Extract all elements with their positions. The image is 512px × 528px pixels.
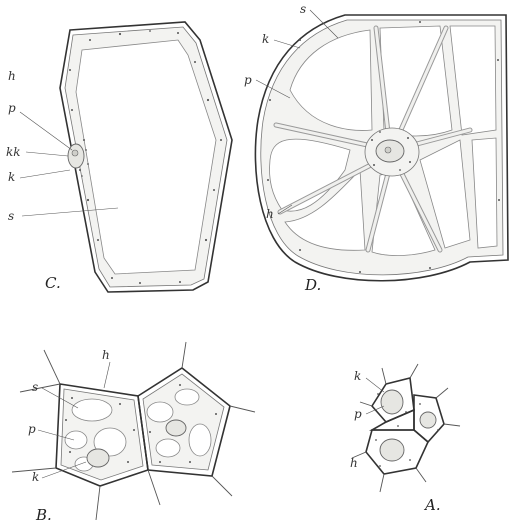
leader-a-p (366, 406, 384, 414)
cell-b-right-cytoplasm (143, 374, 224, 470)
panel-label-a: A. (423, 496, 441, 514)
cell-b-left-nucleus (87, 449, 109, 467)
label-c-p: p (8, 101, 16, 115)
leader-c-k (20, 170, 70, 178)
cell-b-right-nucleus (166, 420, 186, 436)
label-d-k: k (262, 32, 269, 46)
panel-c: h p kk k s C. (6, 22, 232, 292)
cell-a-nucleus-2 (420, 412, 436, 428)
label-a-k: k (354, 369, 361, 383)
leader-d-k (274, 40, 300, 48)
label-a-p: p (354, 407, 362, 421)
label-b-s: s (32, 380, 38, 394)
panel-label-d: D. (304, 276, 321, 294)
label-c-h: h (8, 69, 16, 83)
label-d-p: p (244, 73, 252, 87)
label-b-k: k (32, 470, 39, 484)
label-c-kk: kk (6, 145, 21, 159)
leader-a-k (366, 378, 384, 392)
panel-label-c: C. (45, 274, 61, 292)
cell-a-nucleus-1 (381, 390, 403, 414)
leader-b-h (104, 362, 110, 388)
leader-c-kk (26, 152, 68, 156)
label-c-s: s (8, 209, 14, 223)
cell-d-nucleolus (385, 147, 391, 153)
label-d-s: s (300, 2, 306, 16)
panel-a: k p h A. (350, 364, 460, 514)
label-c-k: k (8, 170, 15, 184)
panel-d: s k p h D. (244, 2, 508, 294)
leader-c-p (20, 112, 72, 150)
label-d-h: h (266, 207, 274, 221)
cell-a-nucleus-3 (380, 439, 404, 461)
label-b-p: p (28, 422, 36, 436)
cell-c-nucleolus (72, 150, 78, 156)
panel-label-b: B. (35, 506, 52, 524)
label-b-h: h (102, 348, 110, 362)
cell-a-walls (352, 364, 460, 492)
label-a-h: h (350, 456, 358, 470)
panel-b: h s p k B. (12, 342, 255, 524)
